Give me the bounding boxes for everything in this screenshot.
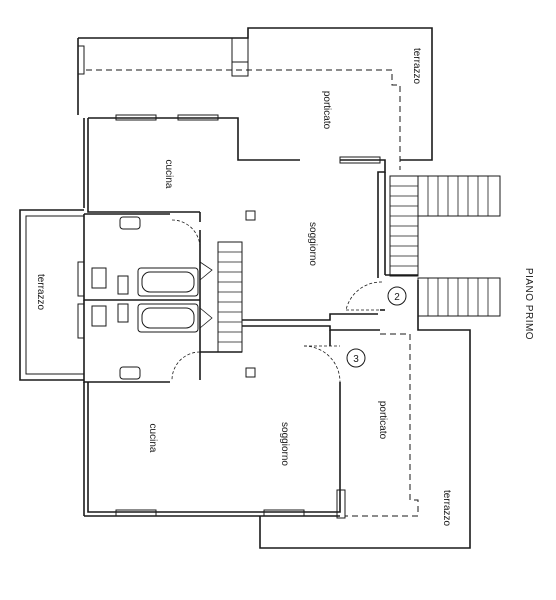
- room-label-porticato-lower: porticato: [377, 401, 388, 440]
- plan-title: PIANO PRIMO: [523, 268, 534, 340]
- room-label-terrazzo-left: terrazzo: [35, 274, 46, 311]
- bath-door-lower: [171, 351, 201, 381]
- room-label-soggiorno-upper: soggiorno: [307, 222, 318, 266]
- bathtub-inner-icon: [141, 271, 195, 293]
- room-label-cucina-upper: cucina: [163, 160, 174, 189]
- porticato-lower-dashed: [345, 333, 419, 517]
- column-icon: [245, 367, 256, 378]
- lower-bathroom: [83, 300, 201, 383]
- sink-icon: [119, 366, 141, 380]
- middle-partitions: [242, 210, 385, 383]
- right-stairs-lower: [385, 274, 501, 317]
- room-label-cucina-lower: cucina: [147, 424, 158, 453]
- right-stairs-upper: [389, 175, 501, 277]
- room-label-porticato-top: porticato: [321, 91, 332, 130]
- terrace-top-outline: [77, 27, 433, 161]
- room-label-terrazzo-lower: terrazzo: [441, 490, 452, 527]
- entrance-marker-3: 3: [346, 348, 366, 368]
- entrance-marker-2: 2: [387, 286, 407, 306]
- room-label-terrazzo-top: terrazzo: [411, 48, 422, 85]
- central-stairs: [199, 241, 243, 353]
- bathtub-inner-icon: [141, 307, 195, 329]
- column-icon: [245, 210, 256, 221]
- toilet-icon: [91, 267, 107, 289]
- terrace-left: [19, 209, 85, 381]
- toilet-icon: [91, 305, 107, 327]
- room-label-soggiorno-lower: soggiorno: [279, 422, 290, 466]
- sink-icon: [119, 216, 141, 230]
- entrance-3-label: 3: [353, 354, 359, 365]
- upper-bathroom: [83, 213, 201, 301]
- bidet-icon: [117, 275, 129, 295]
- upper-apartment-walls: [83, 114, 386, 278]
- porticato-top-dashed: [86, 69, 401, 170]
- bidet-icon: [117, 303, 129, 323]
- entrance-2-label: 2: [394, 292, 400, 303]
- lower-apartment-walls: [83, 330, 346, 519]
- entry-door-upper: [345, 281, 383, 311]
- entry-door-lower: [303, 345, 341, 383]
- bath-door-upper: [171, 219, 201, 249]
